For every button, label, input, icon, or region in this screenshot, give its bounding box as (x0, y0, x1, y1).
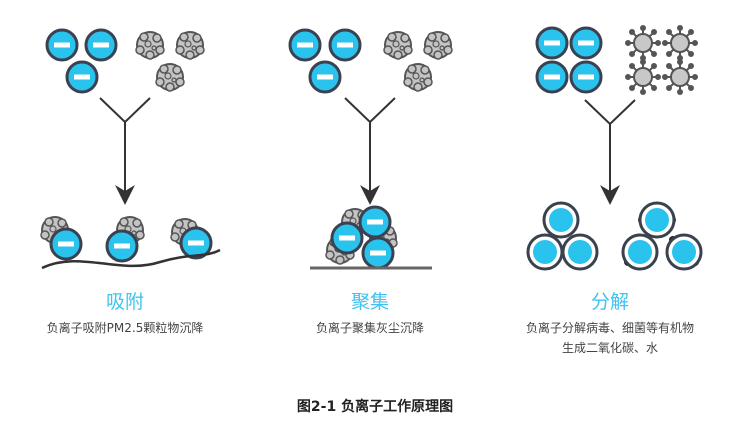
negative-ion-icon (328, 28, 362, 62)
negative-ion-icon (105, 229, 139, 263)
description-line: 负离子分解病毒、细菌等有机物 (525, 321, 694, 335)
dust-particle-icon (423, 31, 453, 60)
dust-particle-icon (383, 31, 413, 60)
dust-particle-icon (135, 31, 165, 60)
merge-arrow (584, 99, 636, 195)
description-line: 生成二氧化碳、水 (561, 341, 658, 355)
panel-adsorption-bottom (40, 216, 221, 270)
negative-ion-icon (535, 26, 569, 60)
panel-aggregation-bottom (310, 205, 432, 270)
panel-title-aggregation: 聚集 (350, 291, 389, 313)
panel-decomposition-top (535, 25, 698, 95)
water-molecule-icon (526, 233, 564, 271)
negative-ion-icon (358, 205, 392, 239)
negative-ion-icon (569, 26, 603, 60)
co2-molecule-icon (638, 201, 676, 239)
surface-line (41, 248, 221, 270)
negative-ion-icon (45, 28, 79, 62)
co2-molecule-icon (621, 233, 659, 271)
panel-description-adsorption: 负离子吸附PM2.5颗粒物沉降 (46, 321, 204, 335)
negative-ion-icon (569, 60, 603, 94)
co2-molecule-icon (665, 233, 703, 271)
virus-icon (625, 59, 661, 95)
negative-ion-icon (49, 227, 83, 261)
negative-ion-icon (65, 60, 99, 94)
water-molecule-icon (542, 201, 580, 239)
negative-ion-icon (361, 236, 395, 270)
virus-icon (662, 25, 698, 61)
negative-ion-icon (330, 221, 364, 255)
water-molecule-icon (561, 233, 599, 271)
panel-description-decomposition: 负离子分解病毒、细菌等有机物 生成二氧化碳、水 (485, 318, 735, 358)
negative-ion-icon (84, 28, 118, 62)
negative-ion-icon (308, 60, 342, 94)
panel-adsorption-top (45, 28, 205, 94)
negative-ion-icon (288, 28, 322, 62)
dust-particle-icon (155, 63, 185, 92)
figure-caption: 图2-1 负离子工作原理图 (296, 399, 454, 415)
negative-ion-icon (535, 60, 569, 94)
virus-icon (662, 59, 698, 95)
merge-arrow (344, 97, 396, 195)
dust-particle-icon (175, 31, 205, 60)
merge-arrow (99, 97, 151, 195)
panel-title-adsorption: 吸附 (105, 291, 144, 313)
panel-decomposition-bottom (526, 201, 703, 271)
virus-icon (625, 25, 661, 61)
dust-particle-icon (403, 63, 433, 92)
panel-description-aggregation: 负离子聚集灰尘沉降 (315, 321, 424, 335)
panel-aggregation-top (288, 28, 453, 94)
panel-title-decomposition: 分解 (590, 291, 629, 313)
